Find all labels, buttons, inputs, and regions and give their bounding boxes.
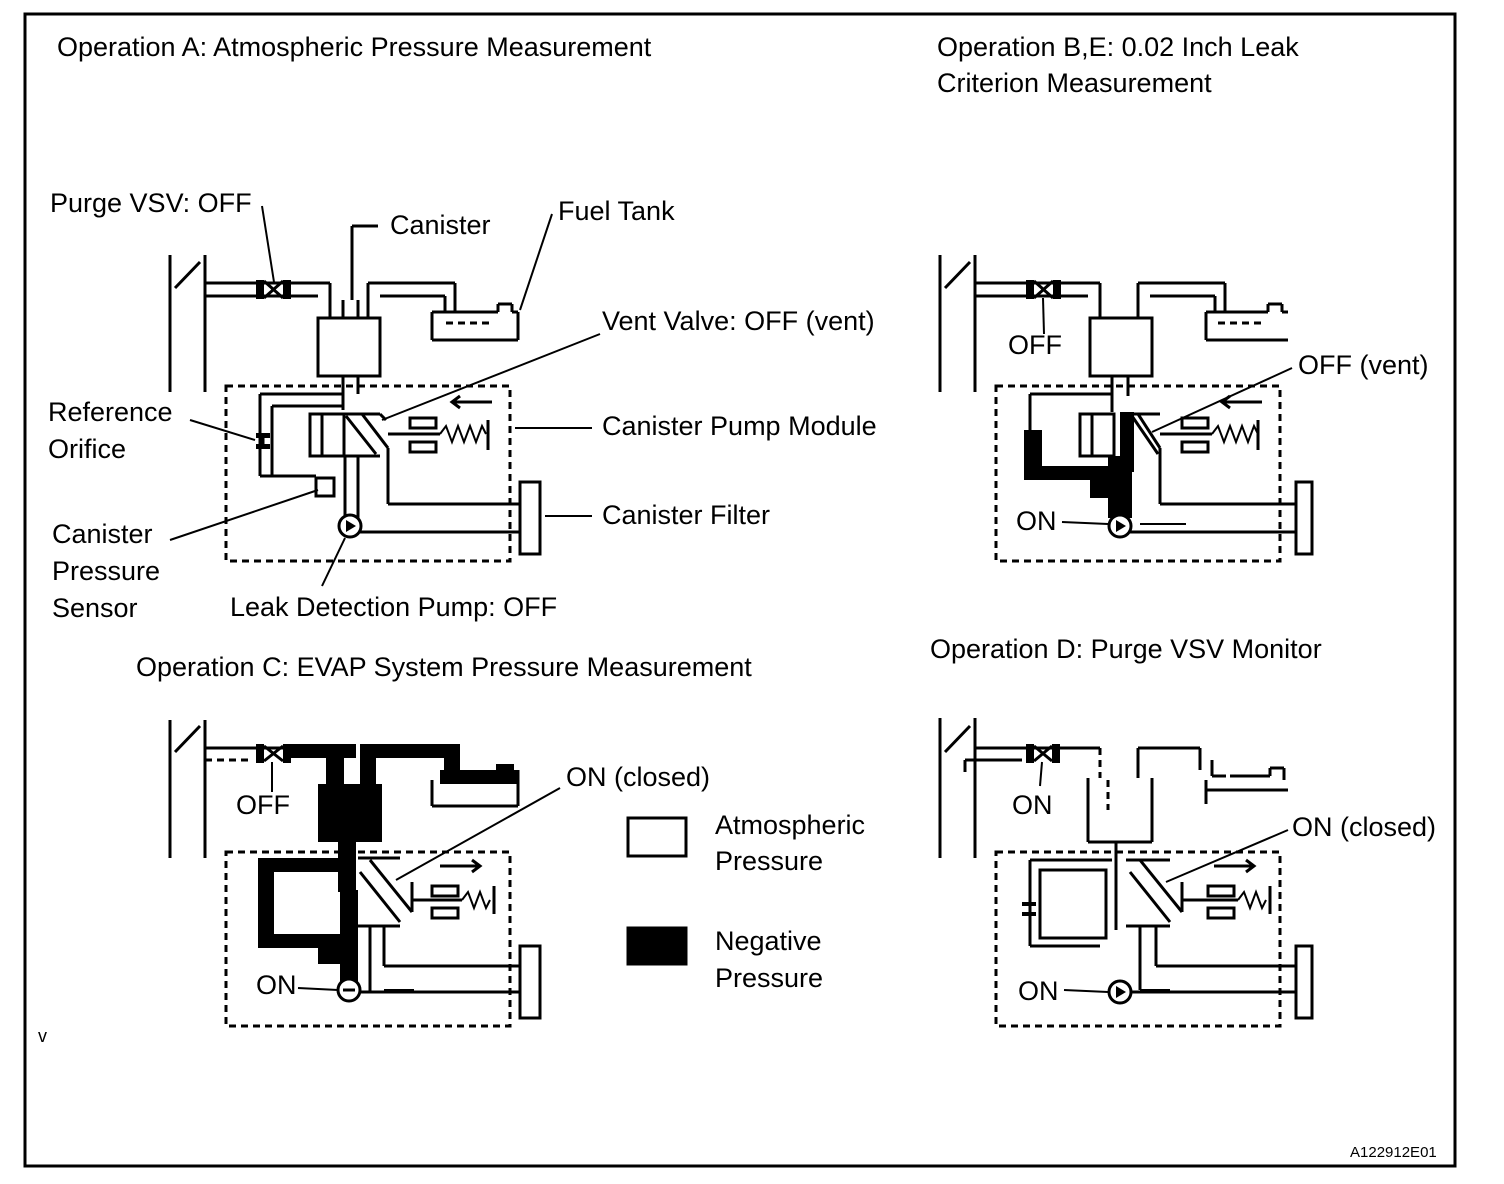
- panel-c-canister-negative: [318, 784, 382, 842]
- figure-code: A122912E01: [1350, 1144, 1437, 1161]
- panel-c-title: Operation C: EVAP System Pressure Measur…: [136, 652, 752, 682]
- panel-operation-c: Operation C: EVAP System Pressure Measur…: [136, 652, 752, 1028]
- legend-negative-label-2: Pressure: [715, 963, 823, 993]
- panel-a-title: Operation A: Atmospheric Pressure Measur…: [57, 32, 652, 62]
- panel-a-pressure-sensor-label-1: Canister: [52, 519, 153, 549]
- panel-a-canister-filter-label: Canister Filter: [602, 500, 770, 530]
- panel-d-purge-vsv-icon: [1026, 744, 1060, 763]
- panel-a-reference-orifice-label-1: Reference: [48, 397, 173, 427]
- panel-d-vent-valve-label: ON (closed): [1292, 812, 1436, 842]
- panel-c-purge-vsv-label: OFF: [236, 790, 290, 820]
- panel-d-title: Operation D: Purge VSV Monitor: [930, 634, 1322, 664]
- panel-c-purge-vsv-icon: [256, 744, 291, 763]
- legend-atmospheric-label-1: Atmospheric: [715, 810, 865, 840]
- panel-b-canister: [1088, 316, 1154, 378]
- panel-a-reference-orifice-label-2: Orifice: [48, 434, 126, 464]
- panel-a-leak-pump-label: Leak Detection Pump: OFF: [230, 592, 557, 622]
- panel-a-pump-module-label: Canister Pump Module: [602, 411, 877, 441]
- panel-a-pressure-sensor-label-2: Pressure: [52, 556, 160, 586]
- panel-c-vent-valve-label: ON (closed): [566, 762, 710, 792]
- panel-a-canister-label: Canister: [390, 210, 491, 240]
- panel-a-pump-module: [224, 384, 512, 563]
- legend-atmospheric-swatch: [626, 816, 688, 858]
- figure-frame: [23, 12, 1457, 1168]
- panel-a-vent-valve-label: Vent Valve: OFF (vent): [602, 306, 875, 336]
- panel-a-fuel-tank-label: Fuel Tank: [558, 196, 675, 226]
- panel-b-leak-pump-label: ON: [1016, 506, 1057, 536]
- legend-atmospheric-label-2: Pressure: [715, 846, 823, 876]
- panel-a-purge-vsv-label: Purge VSV: OFF: [50, 188, 252, 218]
- panel-c-leak-pump-label: ON: [256, 970, 297, 1000]
- panel-b-purge-vsv-label: OFF: [1008, 330, 1062, 360]
- panel-b-fuel-tank: [1204, 302, 1288, 342]
- panel-b-title-line1: Operation B,E: 0.02 Inch Leak: [937, 32, 1299, 62]
- panel-b-vent-valve-label: OFF (vent): [1298, 350, 1429, 380]
- panel-a-purge-vsv-icon: [256, 279, 291, 300]
- legend: Atmospheric Pressure Negative Pressure: [626, 810, 865, 993]
- panel-b-title-line2: Criterion Measurement: [937, 68, 1212, 98]
- panel-d-leak-pump-label: ON: [1018, 976, 1059, 1006]
- panel-a-pressure-sensor-label-3: Sensor: [52, 593, 138, 623]
- panel-operation-d: Operation D: Purge VSV Monitor: [930, 634, 1436, 1028]
- panel-c-canister-filter: [518, 944, 542, 1020]
- stray-mark: v: [38, 1026, 47, 1046]
- panel-d-purge-vsv-label: ON: [1012, 790, 1053, 820]
- panel-c-negative-loop: [258, 858, 342, 872]
- panel-a-reference-orifice: [256, 433, 270, 449]
- panel-b-canister-filter: [1294, 480, 1314, 556]
- panel-operation-b: Operation B,E: 0.02 Inch Leak Criterion …: [937, 32, 1429, 563]
- panel-a-fuel-tank: [430, 302, 520, 342]
- panel-d-canister-filter: [1294, 944, 1314, 1020]
- panel-c-pump-module: [224, 850, 512, 1028]
- panel-b-pump-module: [994, 384, 1282, 563]
- panel-c-negative-purge-line: [291, 744, 333, 758]
- panel-b-purge-vsv-icon: [1026, 279, 1061, 300]
- panel-a-canister: [316, 316, 382, 378]
- panel-a-canister-filter: [518, 480, 542, 556]
- legend-negative-swatch: [626, 926, 688, 966]
- panel-operation-a: Operation A: Atmospheric Pressure Measur…: [48, 32, 877, 623]
- legend-negative-label-1: Negative: [715, 926, 822, 956]
- panel-d-pump-module: [994, 850, 1282, 1028]
